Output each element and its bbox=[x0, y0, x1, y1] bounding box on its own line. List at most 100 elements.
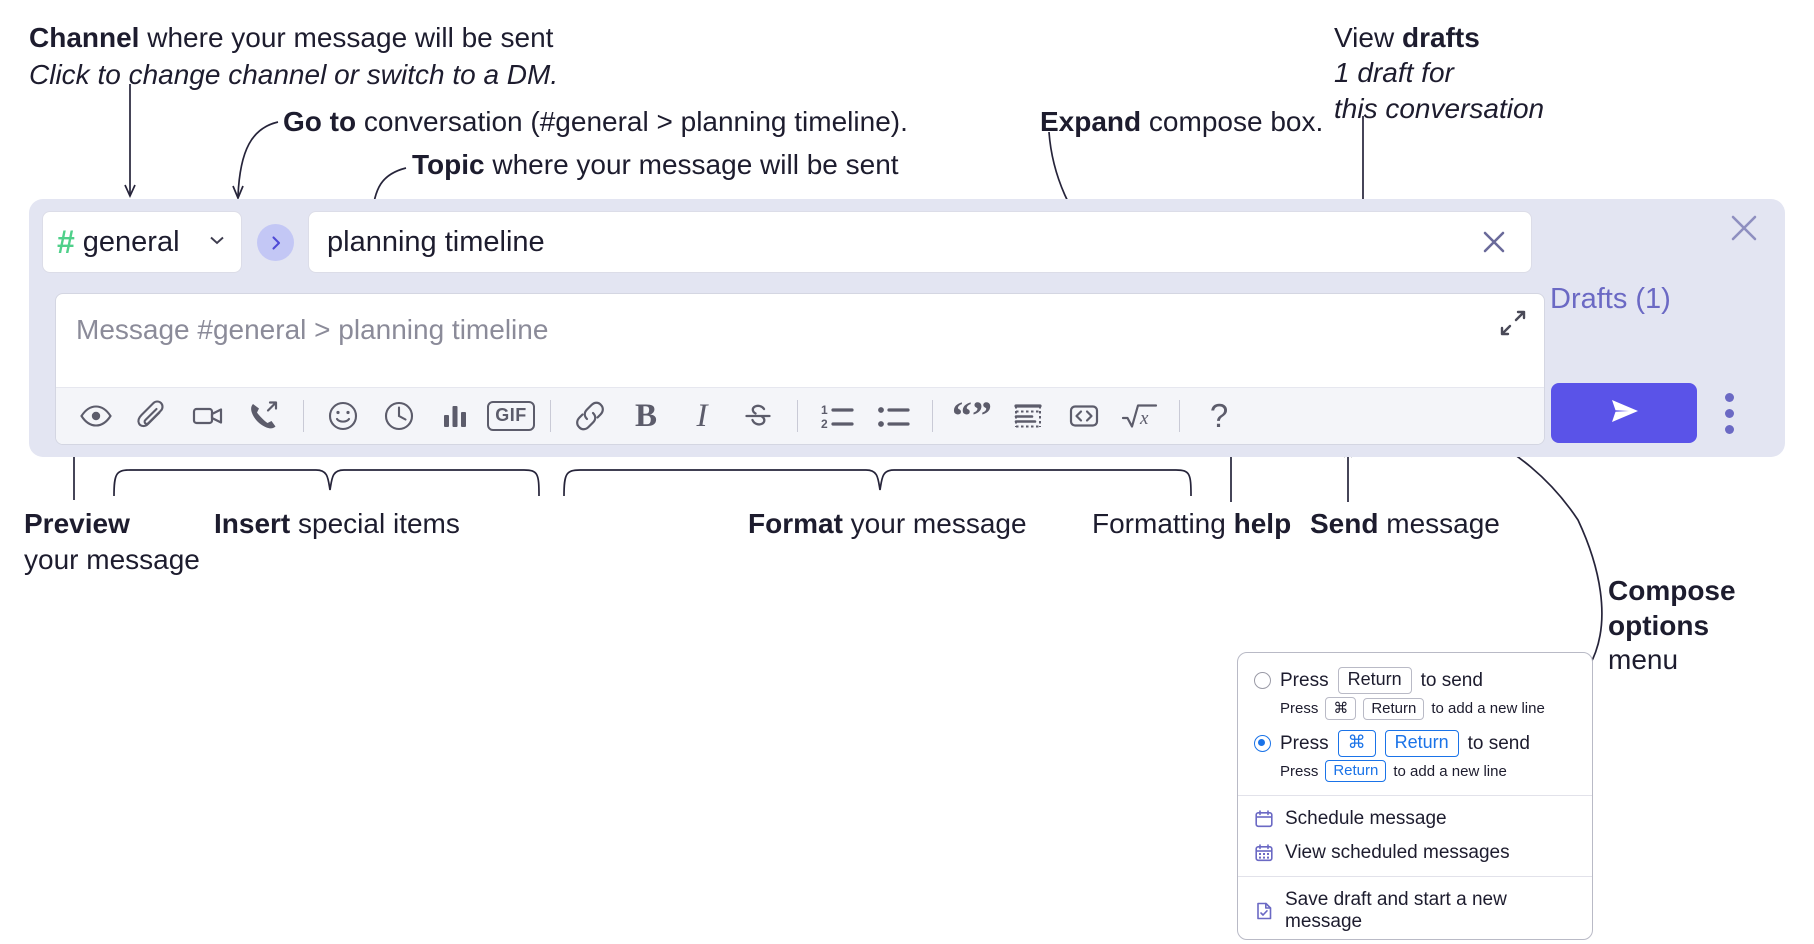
topic-value: planning timeline bbox=[327, 225, 545, 258]
annotation-format-rest: your message bbox=[842, 508, 1027, 539]
clock-icon[interactable] bbox=[371, 393, 427, 439]
menu-divider bbox=[1238, 876, 1592, 877]
code-block-icon[interactable] bbox=[1000, 393, 1056, 439]
menu-item-view-scheduled-messages[interactable]: View scheduled messages bbox=[1238, 836, 1592, 870]
annotation-send-rest: message bbox=[1378, 508, 1500, 539]
file-check-icon bbox=[1254, 901, 1274, 921]
annotation-compose-line3: menu bbox=[1608, 644, 1679, 676]
menu-option-return-to-send[interactable]: Press Return to send bbox=[1238, 664, 1592, 695]
calendar-icon bbox=[1254, 809, 1274, 829]
vertical-ellipsis-icon bbox=[1724, 408, 1734, 418]
formatting-help-icon[interactable]: ? bbox=[1191, 393, 1247, 439]
channel-name-label: general bbox=[82, 225, 180, 258]
annotation-insert-rest: special items bbox=[290, 508, 460, 539]
goto-conversation-button[interactable] bbox=[257, 224, 294, 261]
quote-glyph: “” bbox=[952, 393, 992, 438]
annotation-help-lt: Formatting bbox=[1092, 508, 1234, 539]
close-x-icon[interactable] bbox=[1475, 223, 1513, 261]
annotation-send: Send message bbox=[1310, 508, 1500, 540]
paperclip-icon[interactable] bbox=[124, 393, 180, 439]
menu-option2-hint: Press Return to add a new line bbox=[1238, 758, 1592, 789]
send-button[interactable] bbox=[1551, 383, 1697, 443]
vertical-ellipsis-icon bbox=[1724, 392, 1734, 402]
code-inline-icon[interactable] bbox=[1056, 393, 1112, 439]
bulleted-list-icon[interactable] bbox=[865, 393, 921, 439]
blockquote-icon[interactable]: “” bbox=[944, 393, 1000, 439]
menu-item-label: Schedule message bbox=[1285, 808, 1447, 829]
toolbar-divider bbox=[932, 400, 933, 432]
radio-button-selected[interactable] bbox=[1254, 735, 1271, 752]
annotation-topic-rest: where your message will be sent bbox=[484, 149, 899, 180]
svg-text:2: 2 bbox=[821, 417, 828, 431]
annotation-drafts-lt: View bbox=[1334, 22, 1402, 53]
composer-content: # general planning timeline bbox=[42, 211, 1545, 445]
gif-icon[interactable]: GIF bbox=[483, 393, 539, 439]
link-icon[interactable] bbox=[562, 393, 618, 439]
close-composer-button[interactable] bbox=[1725, 211, 1763, 249]
strikethrough-icon[interactable] bbox=[730, 393, 786, 439]
annotation-goto: Go to conversation (#general > planning … bbox=[283, 106, 908, 138]
expand-compose-button[interactable] bbox=[1496, 308, 1530, 342]
radio-button-unselected[interactable] bbox=[1254, 672, 1271, 689]
menu-item-label: View scheduled messages bbox=[1285, 842, 1510, 863]
menu-item-schedule-message[interactable]: Schedule message bbox=[1238, 802, 1592, 836]
compose-options-button[interactable] bbox=[1714, 388, 1744, 438]
menu-option-cmd-return-to-send[interactable]: Press ⌘ Return to send bbox=[1238, 727, 1592, 758]
annotation-help-bold: help bbox=[1233, 508, 1292, 539]
vertical-ellipsis-icon bbox=[1724, 424, 1734, 434]
option1-sub-key2: Return bbox=[1363, 697, 1425, 720]
svg-text:1: 1 bbox=[821, 403, 828, 417]
annotation-drafts-bold: drafts bbox=[1401, 22, 1480, 53]
eye-icon[interactable] bbox=[68, 393, 124, 439]
annotation-goto-rest: conversation (#general > planning timeli… bbox=[356, 106, 908, 137]
gif-label: GIF bbox=[487, 401, 535, 431]
annotation-preview: Preview your message bbox=[24, 508, 200, 577]
menu-option1-hint: Press ⌘ Return to add a new line bbox=[1238, 695, 1592, 727]
ordered-list-icon[interactable]: 1 2 bbox=[809, 393, 865, 439]
option1-pre: Press bbox=[1280, 669, 1329, 691]
annotation-preview-rest: your message bbox=[24, 544, 200, 576]
annotation-expand: Expand compose box. bbox=[1040, 106, 1323, 138]
annotation-format: Format your message bbox=[748, 508, 1027, 540]
hash-icon: # bbox=[57, 224, 75, 260]
annotation-expand-bold: Expand bbox=[1040, 106, 1142, 137]
video-camera-icon[interactable] bbox=[180, 393, 236, 439]
annotation-channel: Channel where your message will be sent … bbox=[29, 22, 558, 92]
channel-selector[interactable]: # general bbox=[42, 211, 242, 273]
compose-options-menu: Press Return to send Press ⌘ Return to a… bbox=[1237, 652, 1593, 940]
annotation-topic: Topic where your message will be sent bbox=[412, 149, 899, 181]
expand-diagonal-arrows-icon bbox=[1498, 308, 1528, 343]
annotation-topic-bold: Topic bbox=[412, 149, 485, 180]
annotation-expand-rest: compose box. bbox=[1141, 106, 1324, 137]
bold-icon[interactable]: B bbox=[618, 393, 674, 439]
menu-item-save-draft[interactable]: Save draft and start a new message bbox=[1238, 883, 1592, 939]
option2-sub-pre: Press bbox=[1280, 762, 1319, 780]
italic-icon[interactable]: I bbox=[674, 393, 730, 439]
math-icon[interactable]: x bbox=[1112, 393, 1168, 439]
annotation-channel-italic: Click to change channel or switch to a D… bbox=[29, 59, 559, 91]
poll-bar-chart-icon[interactable] bbox=[427, 393, 483, 439]
chevron-down-icon bbox=[207, 230, 227, 255]
annotation-drafts-line3: this conversation bbox=[1334, 92, 1545, 124]
composer-header-row: # general planning timeline bbox=[42, 211, 1532, 273]
drafts-link[interactable]: Drafts (1) bbox=[1550, 283, 1671, 315]
topic-input[interactable]: planning timeline bbox=[308, 211, 1532, 273]
option2-pre: Press bbox=[1280, 732, 1329, 754]
toolbar-divider bbox=[1179, 400, 1180, 432]
option2-sub-post: to add a new line bbox=[1393, 762, 1507, 780]
svg-text:x: x bbox=[1139, 408, 1149, 429]
emoji-icon[interactable] bbox=[315, 393, 371, 439]
phone-forward-icon[interactable] bbox=[236, 393, 292, 439]
option1-sub-post: to add a new line bbox=[1431, 700, 1545, 717]
annotation-format-bold: Format bbox=[748, 508, 843, 539]
message-input-box[interactable]: Message #general > planning timeline bbox=[55, 293, 1545, 445]
menu-item-label: Save draft and start a new message bbox=[1285, 889, 1507, 932]
annotation-formatting-help: Formatting help bbox=[1092, 508, 1291, 540]
annotation-view-drafts: View drafts 1 draft for this conversatio… bbox=[1334, 22, 1544, 125]
menu-divider bbox=[1238, 795, 1592, 796]
annotation-channel-bold: Channel bbox=[29, 22, 140, 53]
option1-sub-pre: Press bbox=[1280, 700, 1319, 717]
toolbar-divider bbox=[550, 400, 551, 432]
calendar-grid-icon bbox=[1254, 843, 1274, 863]
option2-sub-key: Return bbox=[1325, 760, 1387, 782]
